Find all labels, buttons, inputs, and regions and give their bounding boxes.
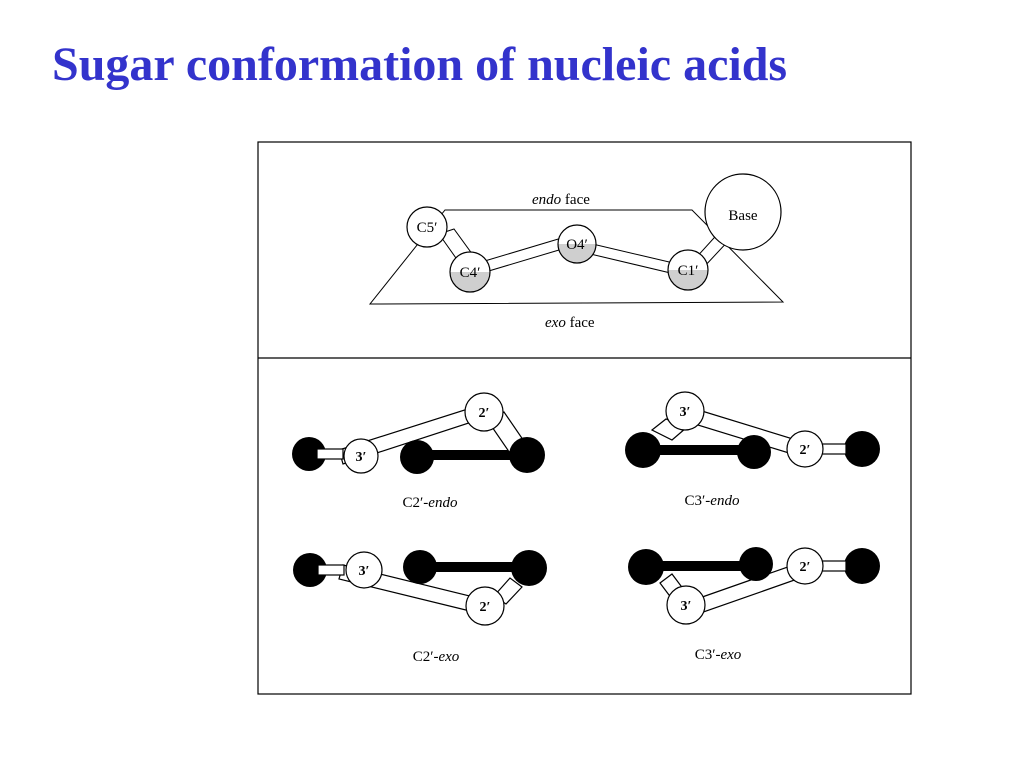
- svg-text:O4′: O4′: [566, 237, 588, 253]
- base-group: Base: [704, 173, 782, 251]
- atom-c1: C1′: [667, 249, 709, 291]
- conformation-c3-endo: 3′ 2′: [625, 391, 880, 469]
- svg-text:2′: 2′: [480, 600, 491, 615]
- atom-o4: O4′: [557, 224, 597, 264]
- slide-title: Sugar conformation of nucleic acids: [52, 38, 788, 91]
- label-c3-endo: C3′-endo: [685, 493, 740, 509]
- svg-text:2′: 2′: [800, 560, 811, 575]
- svg-text:2′: 2′: [800, 443, 811, 458]
- conformation-c2-endo: 3′ 2′: [292, 392, 545, 474]
- sugar-plane-panel: endo face exo face C5′ C4′ O4′ C1′: [368, 173, 785, 331]
- svg-text:3′: 3′: [681, 599, 692, 614]
- label-c3-exo: C3′-exo: [695, 647, 742, 663]
- conformation-c2-exo: 3′ 2′: [293, 550, 547, 626]
- svg-text:3′: 3′: [680, 405, 691, 420]
- figure-frame: [257, 141, 912, 695]
- exo-face-label: exo face: [545, 315, 595, 331]
- svg-text:C4′: C4′: [460, 265, 481, 281]
- conformation-c3-exo: 2′ 3′: [628, 547, 880, 625]
- svg-text:3′: 3′: [356, 450, 367, 465]
- svg-text:Base: Base: [728, 208, 758, 224]
- label-c2-exo: C2′-exo: [413, 649, 460, 665]
- svg-text:3′: 3′: [359, 564, 370, 579]
- atom-c4: C4′: [449, 251, 491, 293]
- svg-text:C5′: C5′: [417, 220, 438, 236]
- svg-text:C1′: C1′: [678, 263, 699, 279]
- endo-face-label: endo face: [532, 192, 590, 208]
- atom-c5: C5′: [406, 206, 448, 248]
- svg-text:2′: 2′: [479, 406, 490, 421]
- ring-plane: [368, 209, 785, 305]
- label-c2-endo: C2′-endo: [403, 495, 458, 511]
